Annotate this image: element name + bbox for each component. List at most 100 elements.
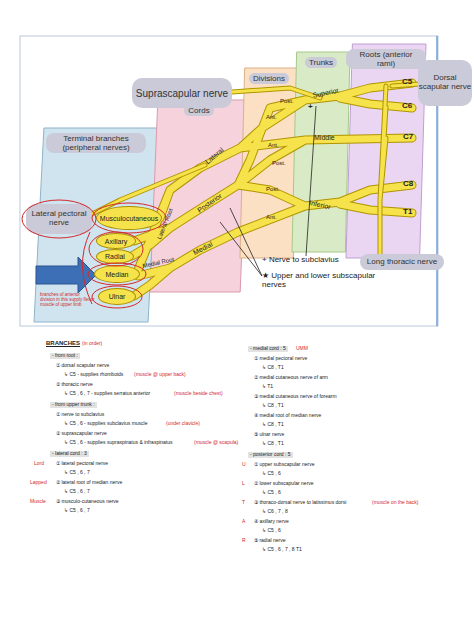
note-line: ⑤ ulnar nerve bbox=[254, 432, 284, 438]
note-line: ② lateral root of median nerve bbox=[56, 480, 122, 486]
nerve-cross-section: Musculocutaneous bbox=[96, 206, 162, 230]
note-line: (muscle @ scapula) bbox=[194, 440, 238, 446]
note-line: ② lower subscapular nerve bbox=[254, 481, 314, 487]
nerve-name: Ulnar bbox=[109, 293, 126, 300]
note-line: ③ medial cutaneous nerve of forearm bbox=[254, 394, 337, 400]
nerve-label-pill: Lateral pectoral nerve bbox=[26, 204, 92, 234]
region-band: Trunks bbox=[292, 52, 350, 252]
note-line: L bbox=[242, 481, 245, 487]
note-line: ↳ C5 , 6 bbox=[262, 490, 281, 496]
note-line: (under clavicle) bbox=[166, 421, 200, 427]
diagram-label: Middle bbox=[314, 134, 335, 142]
note-line: ↳ C5 , 6 , 7 bbox=[64, 470, 90, 476]
note-line: ↳ C5 - supplies rhomboids bbox=[64, 372, 123, 378]
note-line: R bbox=[242, 538, 246, 544]
diagram-label: C6 bbox=[402, 102, 412, 111]
region-heading: Divisions bbox=[249, 73, 289, 84]
nerve-name: Lateral pectoral nerve bbox=[26, 210, 92, 228]
note-line: ↳ C5 , 6 , 7 - supplies serratus anterio… bbox=[64, 391, 150, 397]
note-line: ↳ C5 , 6 - supplies subclavius muscle bbox=[64, 421, 147, 427]
red-circle bbox=[22, 200, 96, 238]
note-line: - from root : bbox=[50, 353, 80, 359]
note-line: - from upper trunk : bbox=[50, 402, 97, 408]
diagram-label: C8 bbox=[403, 180, 413, 189]
note-line: A bbox=[242, 519, 245, 525]
note-line: ↳ C8 , T1 bbox=[262, 403, 284, 409]
note-line: ↳ C8 , T1 bbox=[262, 422, 284, 428]
note-line: ③ thoraco-dorsal nerve to latissimus dor… bbox=[254, 500, 346, 506]
note-line: ④ axillary nerve bbox=[254, 519, 289, 525]
nerve-cross-section: Ulnar bbox=[98, 288, 136, 305]
diagram-label: Ant. bbox=[266, 114, 277, 121]
region-heading: Trunks bbox=[305, 57, 337, 68]
diagram-label: Post. bbox=[280, 98, 294, 105]
diagram-label: Post. bbox=[272, 160, 286, 167]
note-line: ↳ C5 , 6 , 7 bbox=[64, 489, 90, 495]
diagram-label: Ant. bbox=[266, 214, 277, 221]
nerve-label-pill: Dorsal scapular nerve bbox=[418, 60, 472, 106]
nerve-label-pill: Long thoracic nerve bbox=[360, 254, 444, 270]
note-line: ⑤ radial nerve bbox=[254, 538, 286, 544]
note-line: (muscle beside chest) bbox=[174, 391, 223, 397]
note-line: ④ medial root of median nerve bbox=[254, 413, 321, 419]
note-line: ↳ C8 , T1 bbox=[262, 365, 284, 371]
diagram-frame bbox=[20, 36, 438, 326]
note-line: ↳ C5 , 6 bbox=[262, 528, 281, 534]
note-line: ↳ C8 , T1 bbox=[262, 441, 284, 447]
diagram-label: + bbox=[308, 103, 313, 112]
diagram-label: C7 bbox=[403, 133, 413, 142]
diagram-label: ★ Upper and lower subscapular nerves bbox=[262, 272, 380, 290]
note-line: (muscle on the back) bbox=[372, 500, 418, 506]
band-outline bbox=[292, 52, 350, 252]
note-line: ① dorsal scapular nerve bbox=[56, 363, 109, 369]
nerve-cross-section: Radial bbox=[96, 249, 134, 264]
diagram-label: Post. bbox=[266, 186, 280, 193]
note-line: ② medial cutaneous nerve of arm bbox=[254, 375, 328, 381]
band-shape bbox=[292, 52, 350, 252]
note-line: (muscle @ upper back) bbox=[134, 372, 186, 378]
note-line: ↳ C5 , 6 , 7 , 8 T1 bbox=[262, 547, 302, 553]
nerve-name: Axillary bbox=[105, 238, 128, 245]
note-line: ↳ C6 , 7 , 8 bbox=[262, 509, 288, 515]
nerve-name: Median bbox=[106, 271, 129, 278]
note-line: ↳ C5 , 6 bbox=[262, 471, 281, 477]
note-line: T bbox=[242, 500, 245, 506]
band-shape bbox=[346, 44, 426, 258]
region-heading: Roots (anterior rami) bbox=[346, 49, 426, 69]
note-line: ↳ C5 , 6 - supplies supraspinatus & infr… bbox=[64, 440, 173, 446]
note-line: U bbox=[242, 462, 246, 468]
diagram-label: C5 bbox=[402, 78, 412, 87]
note-line: - posterior cord : 5 bbox=[248, 452, 293, 458]
note-line: ↳ T1 bbox=[262, 384, 273, 390]
note-line: - lateral cord : 3 bbox=[50, 451, 89, 457]
band-shape bbox=[240, 68, 298, 258]
nerve-label-pill: Suprascapular nerve bbox=[132, 78, 232, 108]
nerve-name: Suprascapular nerve bbox=[136, 88, 228, 99]
note-line: BRANCHES bbox=[46, 340, 80, 347]
note-line: - medial cord : 5 bbox=[248, 346, 288, 352]
diagram-label: Ant. bbox=[268, 142, 279, 149]
note-line: ③ musculo-cutaneous nerve bbox=[56, 499, 119, 505]
note-line: ① lateral pectoral nerve bbox=[56, 461, 108, 467]
note-line: ① nerve to subclavius bbox=[56, 412, 104, 418]
note-line: ① upper subscapular nerve bbox=[254, 462, 314, 468]
red-circle bbox=[92, 286, 142, 308]
note-line: ↳ C5 , 6 , 7 bbox=[64, 508, 90, 514]
note-line: Lord bbox=[34, 461, 44, 467]
diagram-label: T1 bbox=[403, 208, 412, 217]
region-heading: Terminal branches (peripheral nerves) bbox=[46, 133, 146, 153]
nerve-name: Musculocutaneous bbox=[100, 215, 158, 222]
note-line: ① medial pectoral nerve bbox=[254, 356, 307, 362]
red-circle bbox=[92, 203, 166, 233]
diagram-label: branches of anterior division in this su… bbox=[40, 293, 96, 308]
note-line: Lapped bbox=[30, 480, 47, 486]
note-line: ② suprascapular nerve bbox=[56, 431, 107, 437]
note-line: Muscle bbox=[30, 499, 46, 505]
diagram-label: + Nerve to subclavius bbox=[262, 256, 339, 265]
note-line: (in order) bbox=[82, 341, 102, 347]
nerve-name: Long thoracic nerve bbox=[367, 258, 437, 267]
red-circle bbox=[88, 263, 146, 285]
